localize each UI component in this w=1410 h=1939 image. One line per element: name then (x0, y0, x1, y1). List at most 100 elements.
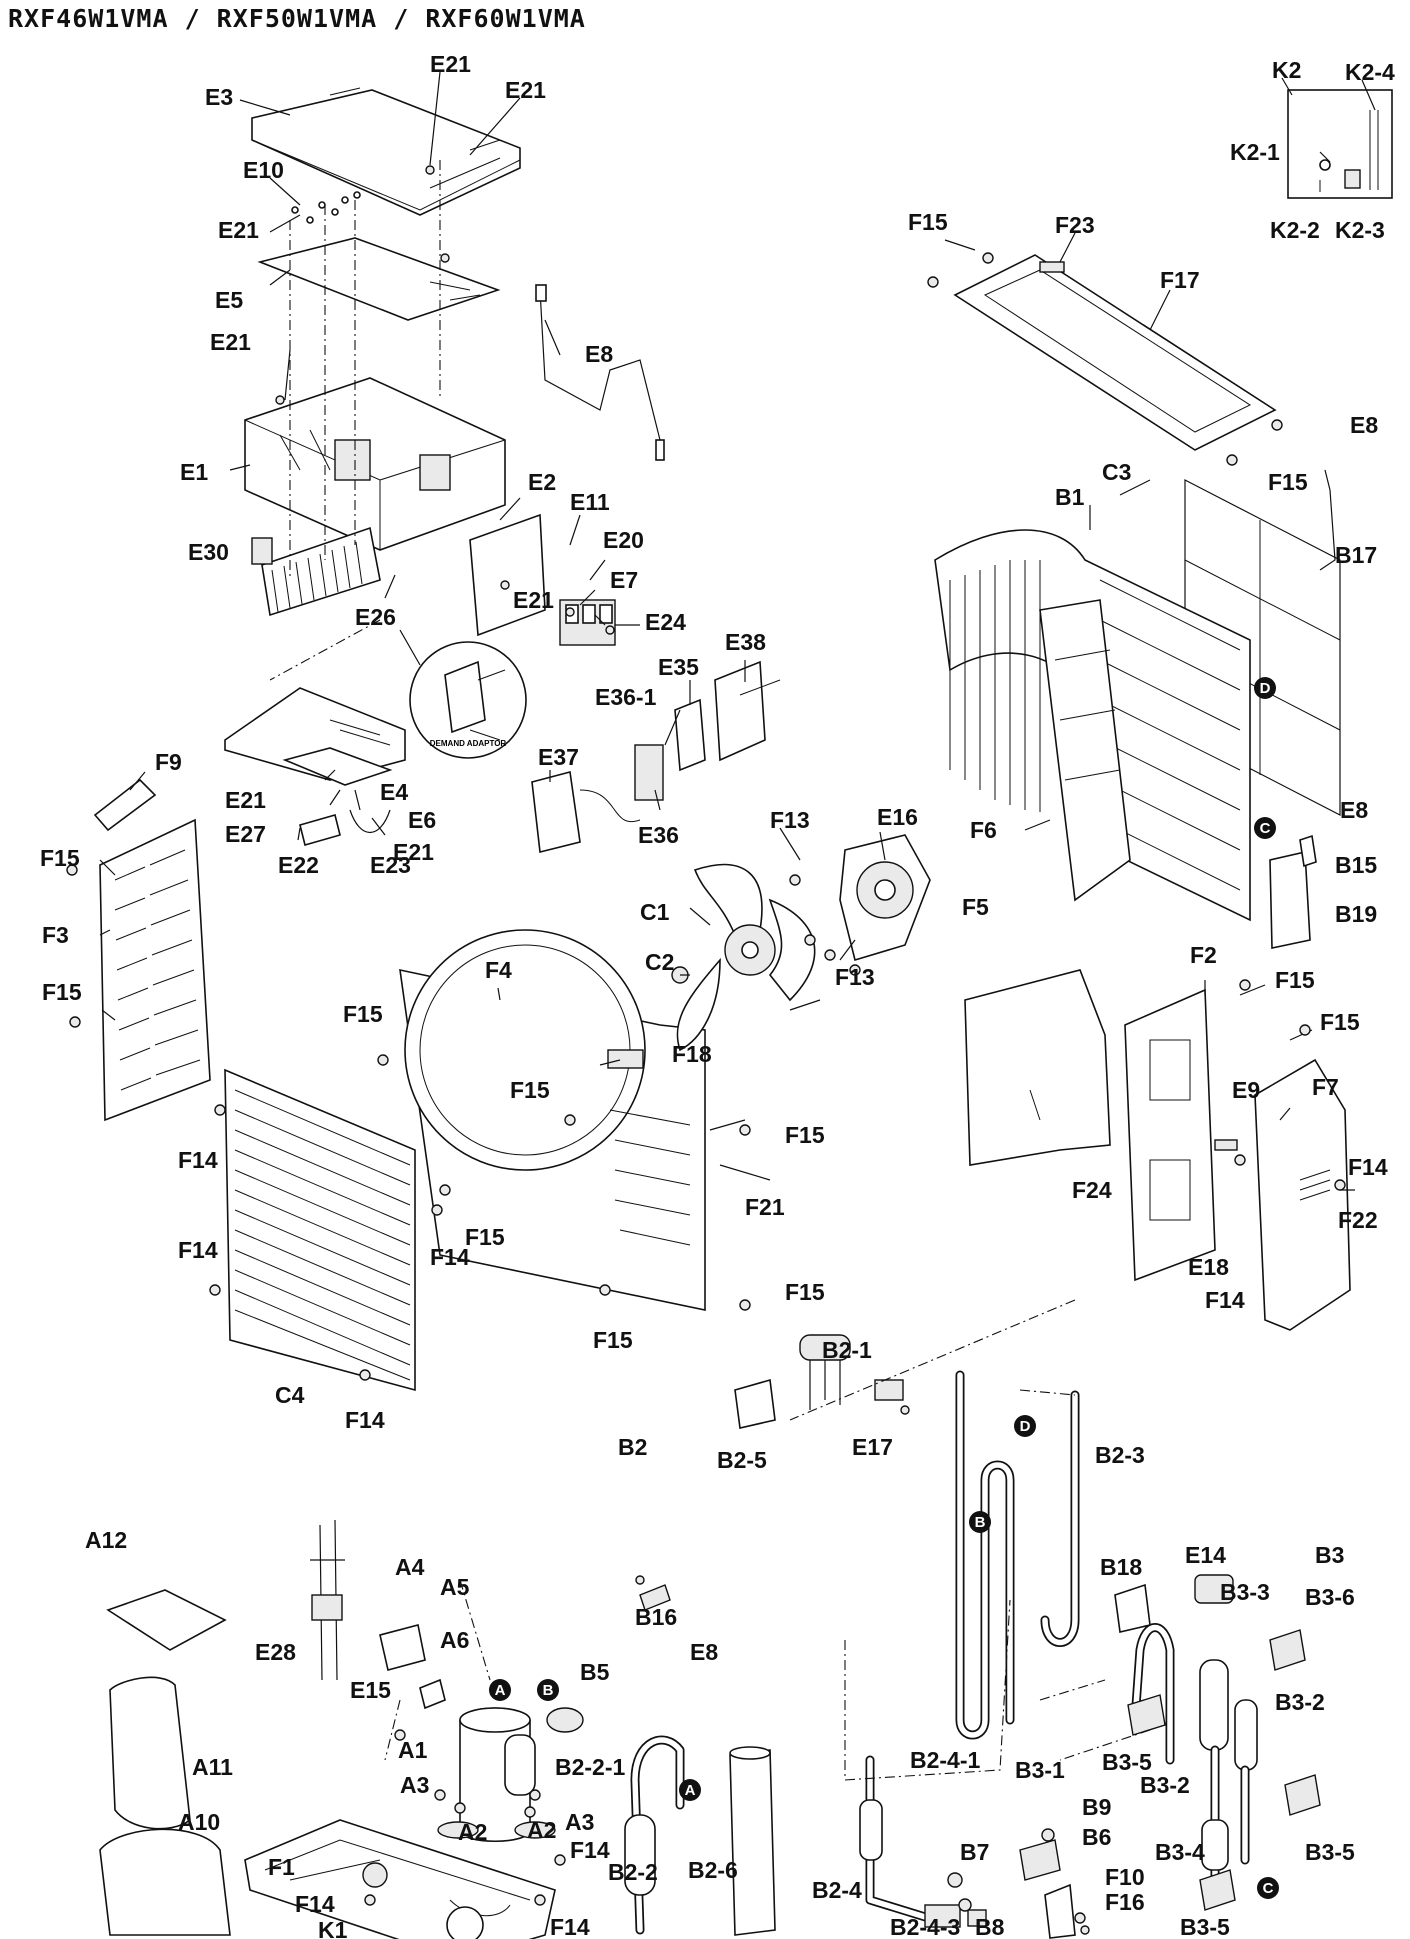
part-label: E21 (225, 787, 266, 813)
part-label: F21 (745, 1194, 785, 1220)
part-label: F16 (1105, 1889, 1145, 1915)
demand-adaptor-label: DEMAND ADAPTOR (430, 739, 507, 748)
part-label: B2-3 (1095, 1442, 1145, 1468)
part-label: K1 (318, 1917, 348, 1939)
part-label: E21 (393, 839, 434, 865)
part-b5-nut-disc (546, 1707, 584, 1733)
part-b16-clamp (639, 1584, 671, 1611)
part-a1-compressor (437, 1707, 556, 1843)
part-label: F14 (178, 1237, 218, 1263)
part-b18-cover (1114, 1583, 1151, 1633)
part-label: E26 (355, 604, 396, 630)
part-label: C4 (275, 1382, 305, 1408)
part-label: K2-1 (1230, 139, 1280, 165)
part-label: F1 (268, 1854, 295, 1880)
part-label: E8 (1340, 797, 1368, 823)
part-f2-right-panel (1124, 988, 1216, 1282)
svg-text:D: D (1020, 1418, 1031, 1435)
part-f6-partition (1039, 599, 1131, 902)
part-label: F15 (1320, 1009, 1360, 1035)
part-e17-coil (874, 1379, 904, 1401)
part-f1-bottom-frame (244, 1819, 556, 1939)
part-label: F14 (570, 1837, 610, 1863)
part-b6-service-valve (1019, 1839, 1061, 1881)
part-label: F15 (1275, 967, 1315, 993)
part-label: F15 (40, 845, 80, 871)
part-b3-6-clamp (1269, 1629, 1306, 1671)
part-label: E16 (877, 804, 918, 830)
part-label: F15 (908, 209, 948, 235)
part-label: E3 (205, 84, 233, 110)
part-k2-accessory-kit (1287, 89, 1393, 199)
part-f3-side-grille (99, 818, 211, 1122)
marker-a-1: A (489, 1679, 511, 1701)
demand-adaptor-callout: DEMAND ADAPTOR (399, 629, 527, 759)
part-label: E21 (505, 77, 546, 103)
part-label: F14 (345, 1407, 385, 1433)
part-label: B3-5 (1305, 1839, 1355, 1865)
part-label: C3 (1102, 459, 1131, 485)
marker-c-1: C (1254, 817, 1276, 839)
part-label: E18 (1188, 1254, 1229, 1280)
part-label: E21 (218, 217, 259, 243)
part-label: E30 (188, 539, 229, 565)
part-label: F15 (465, 1224, 505, 1250)
part-label: A11 (192, 1754, 233, 1780)
part-label: E8 (1350, 412, 1378, 438)
part-label: B5 (580, 1659, 610, 1685)
part-label: E23 (370, 852, 411, 878)
part-label: F6 (970, 817, 997, 843)
part-label: B3-2 (1140, 1772, 1190, 1798)
part-label: F23 (1055, 212, 1095, 238)
part-b2-4-3-service-valve (924, 1904, 961, 1928)
part-label: A4 (395, 1554, 425, 1580)
part-label: F15 (510, 1077, 550, 1103)
marker-b-2: B (969, 1511, 991, 1533)
part-label: E5 (215, 287, 243, 313)
part-e23-cable (349, 809, 391, 834)
part-label: B15 (1335, 852, 1377, 878)
part-e30-block (251, 537, 273, 565)
part-label: F13 (770, 807, 810, 833)
part-label: A10 (178, 1809, 220, 1835)
part-b2-5-cover (734, 1378, 776, 1429)
part-label: E21 (210, 329, 251, 355)
part-label: F5 (962, 894, 989, 920)
part-label: F14 (1205, 1287, 1245, 1313)
part-label: F7 (1312, 1074, 1339, 1100)
part-e9-sensor (1214, 1139, 1238, 1151)
part-c4-fan-guard-grille (224, 1068, 416, 1392)
part-label: B2-4-1 (910, 1747, 981, 1773)
part-e14-valve-coil (1194, 1574, 1234, 1604)
part-b8-cap (967, 1909, 987, 1927)
part-b3-pipe-assembly (1130, 1623, 1258, 1885)
part-label: F14 (430, 1244, 470, 1270)
part-label: B2-6 (688, 1857, 738, 1883)
part-label: A2 (458, 1819, 487, 1845)
part-label: F15 (1268, 469, 1308, 495)
part-a12-top-insulation (106, 1589, 227, 1651)
svg-text:A: A (495, 1682, 506, 1699)
part-label: B2-5 (717, 1447, 767, 1473)
part-label: A12 (85, 1527, 127, 1553)
part-e2-bracket (469, 513, 546, 637)
part-k1-drain-plug (362, 1862, 388, 1888)
part-a4-terminal-cover (379, 1624, 426, 1671)
part-label: A3 (565, 1809, 594, 1835)
part-label: B3-5 (1102, 1749, 1152, 1775)
assembly-dash-lines-bottom (384, 1299, 1151, 1781)
part-e4-service-cover (224, 687, 406, 781)
part-label: E8 (690, 1639, 718, 1665)
part-label: A1 (398, 1737, 428, 1763)
part-label: E6 (408, 807, 436, 833)
part-a6-gasket (419, 1678, 446, 1710)
part-e36-board (634, 744, 664, 801)
part-b2-4-liquid-pipe (859, 1755, 940, 1925)
part-label: B2-2-1 (555, 1754, 626, 1780)
part-f17-top-plate (953, 254, 1277, 451)
part-a10-insulation-cover (99, 1828, 231, 1936)
part-label: B17 (1335, 542, 1377, 568)
part-e6-board (282, 747, 393, 786)
part-label: E10 (243, 157, 284, 183)
